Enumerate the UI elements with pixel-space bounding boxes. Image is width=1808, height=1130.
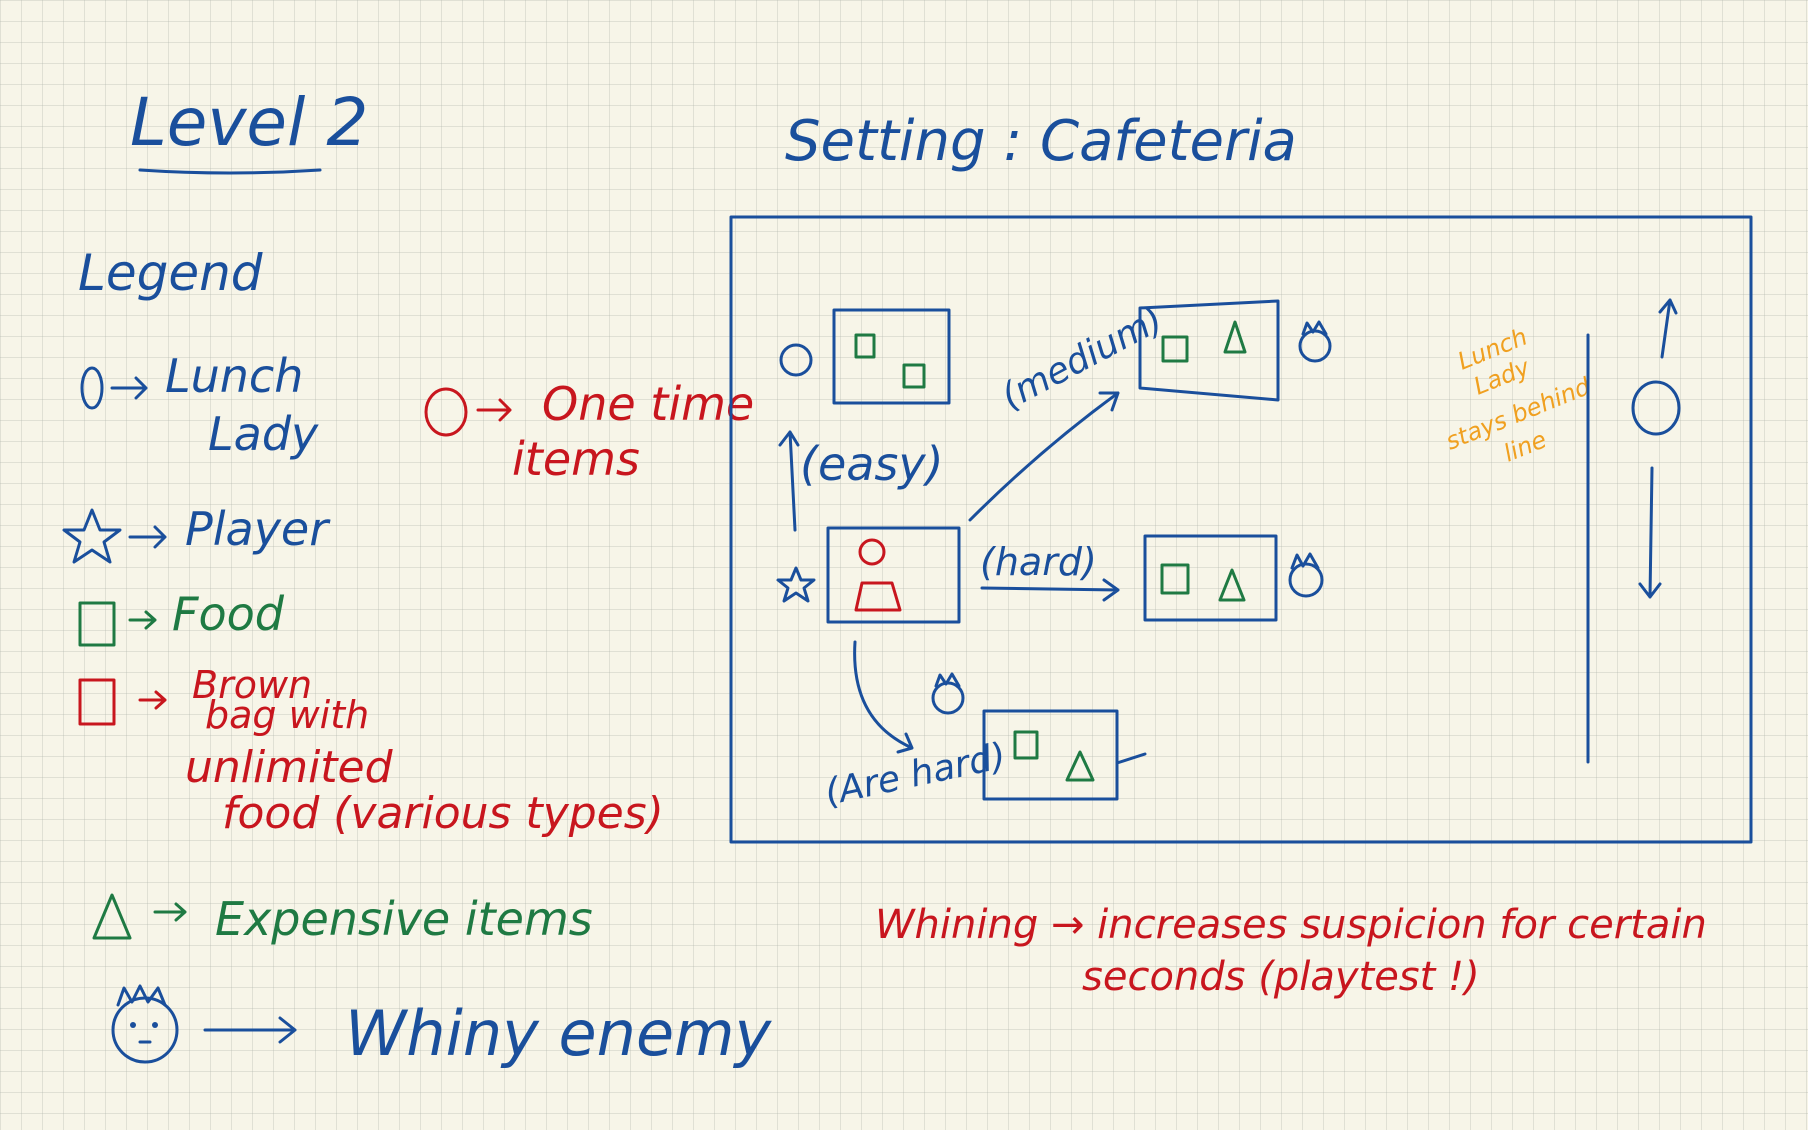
table-edge-mark <box>1115 752 1147 765</box>
arrow-icon <box>476 398 512 422</box>
patrol-down-arrow <box>1638 466 1662 599</box>
setting-label: Setting : Cafeteria <box>785 109 1297 174</box>
player-star-icon <box>776 566 816 603</box>
hard-path-arrow <box>980 578 1120 602</box>
arrow-icon <box>110 376 148 400</box>
whiny-enemy-icon <box>111 996 179 1064</box>
whiny-hair <box>934 672 961 688</box>
whiny-eye <box>152 1022 158 1028</box>
lunch-lady-icon <box>80 366 104 410</box>
player-star-icon <box>62 508 122 564</box>
legend-one-time-line1: One time <box>542 377 754 431</box>
whiny-hair <box>116 984 167 1007</box>
table-medium <box>1138 299 1280 402</box>
brown-bag-icon <box>78 678 116 726</box>
whiny-hair <box>1290 552 1320 570</box>
table-hard <box>1143 534 1278 622</box>
legend-lunch-lady-line2: Lady <box>208 407 319 461</box>
food-square-icon <box>1160 563 1190 595</box>
one-time-circle-icon <box>424 387 468 437</box>
are-hard-label: (Are hard) <box>821 736 1009 814</box>
legend-brown-bag-line2: bag with <box>205 693 369 737</box>
whining-note-line1: Whining → increases suspicion for certai… <box>875 902 1707 948</box>
legend-brown-bag-line1: Brown <box>192 663 312 707</box>
expensive-triangle-icon <box>1218 568 1246 602</box>
easy-label: (easy) <box>800 437 944 491</box>
are-hard-path-arrow <box>853 640 914 754</box>
medium-path-arrow <box>968 391 1120 522</box>
expensive-triangle-icon <box>1065 750 1095 782</box>
whining-note-line2: seconds (playtest !) <box>1082 954 1480 1000</box>
whiny-enemy-icon <box>1298 329 1332 363</box>
whiny-eye <box>130 1022 136 1028</box>
cafeteria-map-frame <box>729 215 1753 844</box>
one-time-circle-icon <box>858 538 886 566</box>
legend-brown-bag-line4: food (various types) <box>222 788 664 839</box>
legend-whiny-enemy: Whiny enemy <box>345 997 772 1070</box>
legend-one-time-line2: items <box>512 432 640 486</box>
expensive-triangle-icon <box>92 893 132 940</box>
easy-path-arrow <box>778 430 800 532</box>
whiny-hair <box>1301 320 1328 336</box>
medium-label: (medium) <box>995 299 1170 418</box>
legend-heading: Legend <box>78 244 263 302</box>
arrow-icon <box>128 525 167 549</box>
food-square-icon <box>78 601 116 647</box>
arrow-icon <box>128 610 157 630</box>
whiny-enemy-icon <box>931 681 965 715</box>
lunch-lady-icon <box>1631 380 1681 436</box>
whiny-enemy-icon <box>779 343 813 377</box>
arrow-icon <box>153 902 187 922</box>
expensive-triangle-icon <box>1223 320 1247 354</box>
page-title: Level 2 <box>130 84 368 161</box>
legend-lunch-lady-line1: Lunch <box>165 349 303 403</box>
whiny-enemy-icon <box>1288 562 1324 598</box>
arrow-icon <box>203 1016 297 1044</box>
legend-player: Player <box>185 502 331 556</box>
food-square-icon <box>1161 335 1189 363</box>
title-underline <box>138 168 322 175</box>
brown-bag-icon <box>854 581 902 612</box>
food-square-icon <box>902 363 926 389</box>
table-start <box>826 526 961 624</box>
table-easy <box>832 308 951 405</box>
legend-expensive: Expensive items <box>215 892 593 946</box>
hard-label: (hard) <box>980 540 1097 584</box>
food-square-icon <box>854 333 876 359</box>
table-are-hard <box>982 709 1119 801</box>
food-square-icon <box>1013 730 1039 760</box>
arrow-icon <box>138 690 167 710</box>
legend-food: Food <box>172 587 285 641</box>
legend-brown-bag-line3: unlimited <box>185 742 394 793</box>
patrol-up-arrow <box>1658 298 1678 359</box>
